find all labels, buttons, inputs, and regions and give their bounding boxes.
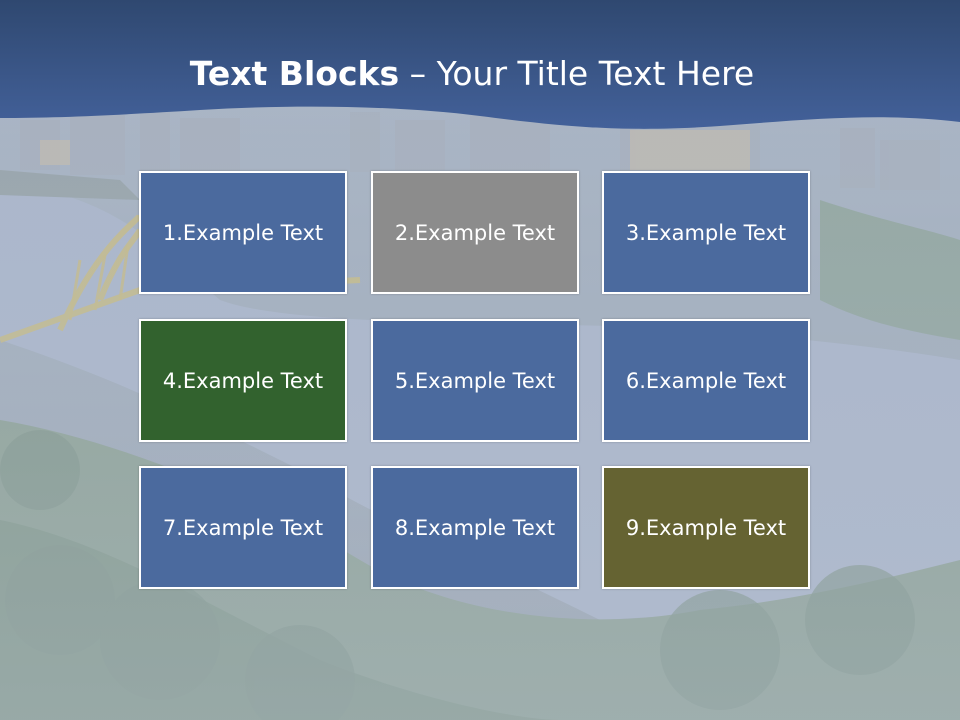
title-bold-part: Text Blocks [189,54,400,93]
text-block-label: 7.Example Text [162,515,324,540]
text-block-label: 4.Example Text [162,368,324,393]
text-block-label: 3.Example Text [625,220,787,245]
text-block-label: 6.Example Text [625,368,787,393]
text-block-4[interactable]: 4.Example Text [139,319,347,442]
text-block-3[interactable]: 3.Example Text [602,171,810,294]
text-block-label: 5.Example Text [394,368,556,393]
title-separator: – [399,54,437,93]
text-block-label: 2.Example Text [394,220,556,245]
title-rest: Your Title Text Here [436,54,755,93]
text-block-8[interactable]: 8.Example Text [371,466,579,589]
text-block-label: 1.Example Text [162,220,324,245]
text-block-9[interactable]: 9.Example Text [602,466,810,589]
text-block-label: 9.Example Text [625,515,787,540]
page-title: Text Blocks – Your Title Text Here [0,52,944,96]
text-block-2[interactable]: 2.Example Text [371,171,579,294]
text-block-5[interactable]: 5.Example Text [371,319,579,442]
text-block-7[interactable]: 7.Example Text [139,466,347,589]
text-block-1[interactable]: 1.Example Text [139,171,347,294]
text-block-label: 8.Example Text [394,515,556,540]
text-block-6[interactable]: 6.Example Text [602,319,810,442]
